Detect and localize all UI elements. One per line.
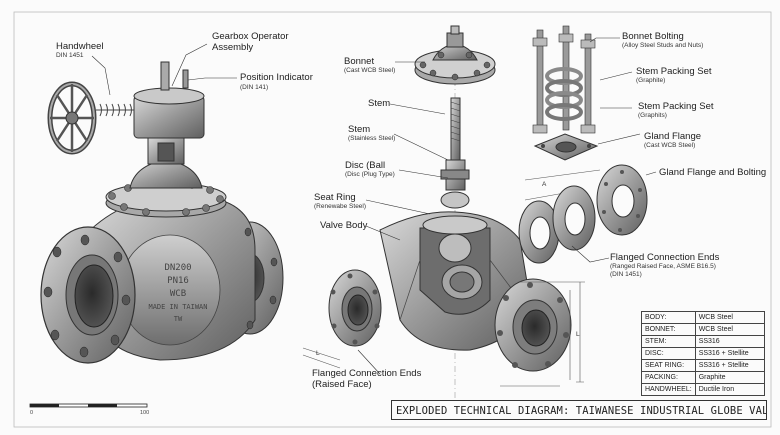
scale-bar bbox=[29, 403, 148, 408]
label-position-indicator: Position Indicator bbox=[240, 72, 313, 83]
table-cell-part: BONNET: bbox=[641, 323, 696, 336]
label-packing-1: Stem Packing Set bbox=[636, 66, 712, 77]
assembled-stem-top bbox=[160, 61, 170, 91]
label-handwheel-spec: DIN 1451 bbox=[56, 52, 84, 59]
label-stem-2-spec: (Stainless Steel) bbox=[348, 135, 396, 142]
table-row: DISC:SS316 + Stellite bbox=[641, 347, 766, 360]
casting-origin: MADE IN TAIWAN bbox=[148, 303, 207, 311]
body-casting-marks: DN200 PN16 WCB MADE IN TAIWAN TW bbox=[148, 263, 207, 323]
label-gland-flange: Gland Flange bbox=[644, 131, 702, 142]
assembled-yoke-window bbox=[157, 142, 175, 162]
table-row: HANDWHEEL:Ductile Iron bbox=[641, 383, 766, 396]
label-disc-spec: (Disc (Plug Type) bbox=[345, 171, 395, 178]
label-bonnet-bolting: Bonnet Bolting bbox=[622, 31, 684, 42]
assembled-left-flange-holes bbox=[43, 234, 131, 358]
label-flanged-right-spec-1: (Ranged Raised Face, ASME B16.5) bbox=[610, 263, 716, 270]
casting-tw: TW bbox=[174, 315, 183, 323]
exploded-right-flange bbox=[494, 278, 572, 372]
label-packing-2-spec: (Graphits) bbox=[638, 112, 667, 119]
label-bonnet-spec: (Cast WCB Steel) bbox=[344, 67, 396, 74]
dimension-mark-l2: L bbox=[316, 350, 320, 357]
table-cell-material: SS316 bbox=[694, 335, 766, 348]
label-position-indicator-spec: (DIN 141) bbox=[240, 84, 269, 91]
label-valve-body: Valve Body bbox=[320, 220, 368, 231]
label-seat-ring-spec: (Renewabe Steel) bbox=[314, 203, 367, 210]
label-flanged-right-spec-2: (DIN 1451) bbox=[610, 271, 642, 278]
label-gearbox-line1: Gearbox Operator bbox=[212, 31, 289, 42]
label-seat-ring: Seat Ring bbox=[314, 192, 356, 203]
table-cell-material: SS316 + Stellite bbox=[694, 347, 766, 360]
table-row: BONNET:WCB Steel bbox=[641, 323, 766, 336]
table-row: STEM:SS316 bbox=[641, 335, 766, 348]
exploded-gland-flange bbox=[533, 133, 599, 161]
table-cell-part: PACKING: bbox=[641, 371, 696, 384]
exploded-bonnet-bolting bbox=[532, 25, 596, 134]
exploded-valve-body bbox=[379, 211, 531, 351]
exploded-stem bbox=[440, 97, 470, 209]
sheet-border bbox=[13, 11, 772, 428]
table-row: PACKING:Graphite bbox=[641, 371, 766, 384]
assembled-handwheel bbox=[47, 81, 97, 155]
label-gland-flange-bolting: Gland Flange and Bolting bbox=[659, 167, 767, 178]
materials-table: BODY:WCB Steel BONNET:WCB Steel STEM:SS3… bbox=[641, 311, 766, 396]
assembled-indicator-post bbox=[182, 69, 189, 89]
table-cell-material: SS316 + Stellite bbox=[694, 359, 766, 372]
exploded-packing-rings bbox=[545, 67, 583, 121]
label-gearbox-line2: Assembly bbox=[212, 42, 254, 53]
label-flanged-left-line1: Flanged Connection Ends bbox=[312, 368, 422, 379]
exploded-left-flange bbox=[328, 269, 382, 347]
casting-material: WCB bbox=[170, 289, 186, 299]
exploded-gaskets bbox=[518, 164, 648, 264]
label-handwheel: Handwheel bbox=[56, 41, 104, 52]
exploded-bonnet bbox=[414, 25, 496, 85]
assembled-left-bore bbox=[74, 264, 114, 328]
leader-lines bbox=[91, 37, 657, 375]
table-cell-part: DISC: bbox=[641, 347, 696, 360]
table-row: SEAT RING:SS316 + Stellite bbox=[641, 359, 766, 372]
table-cell-part: SEAT RING: bbox=[641, 359, 696, 372]
casting-pn: PN16 bbox=[167, 276, 189, 286]
assembled-right-flange-holes bbox=[244, 227, 278, 330]
label-disc: Disc (Ball bbox=[345, 160, 386, 171]
table-cell-material: WCB Steel bbox=[694, 323, 766, 336]
table-cell-material: Graphite bbox=[694, 371, 766, 384]
label-flanged-right: Flanged Connection Ends bbox=[610, 252, 720, 263]
table-cell-material: WCB Steel bbox=[694, 311, 766, 324]
label-flanged-left-line2: (Raised Face) bbox=[312, 379, 372, 390]
table-cell-part: STEM: bbox=[641, 335, 696, 348]
scale-bar-end: 100 bbox=[140, 410, 150, 416]
diagram-title: EXPLODED TECHNICAL DIAGRAM: TAIWANESE IN… bbox=[391, 400, 767, 420]
table-cell-material: Ductile Iron bbox=[694, 383, 766, 396]
label-bonnet-bolting-spec: (Alloy Steel Studs and Nuts) bbox=[622, 42, 704, 49]
table-cell-part: HANDWHEEL: bbox=[641, 383, 696, 396]
dimension-mark-a1: A bbox=[542, 181, 547, 188]
label-packing-1-spec: (Graphite) bbox=[636, 77, 666, 84]
label-stem-2: Stem bbox=[348, 124, 371, 135]
label-gland-flange-spec: (Cast WCB Steel) bbox=[644, 142, 696, 149]
label-bonnet: Bonnet bbox=[344, 56, 375, 67]
table-cell-part: BODY: bbox=[641, 311, 696, 324]
label-packing-2: Stem Packing Set bbox=[638, 101, 714, 112]
casting-dn: DN200 bbox=[164, 263, 191, 273]
assembled-worm-shaft bbox=[96, 103, 134, 117]
scale-bar-start: 0 bbox=[30, 410, 34, 416]
assembled-valve bbox=[40, 61, 284, 364]
dimension-mark-l1: L bbox=[576, 331, 580, 338]
label-stem-1: Stem bbox=[368, 98, 391, 109]
table-row: BODY:WCB Steel bbox=[641, 311, 766, 324]
